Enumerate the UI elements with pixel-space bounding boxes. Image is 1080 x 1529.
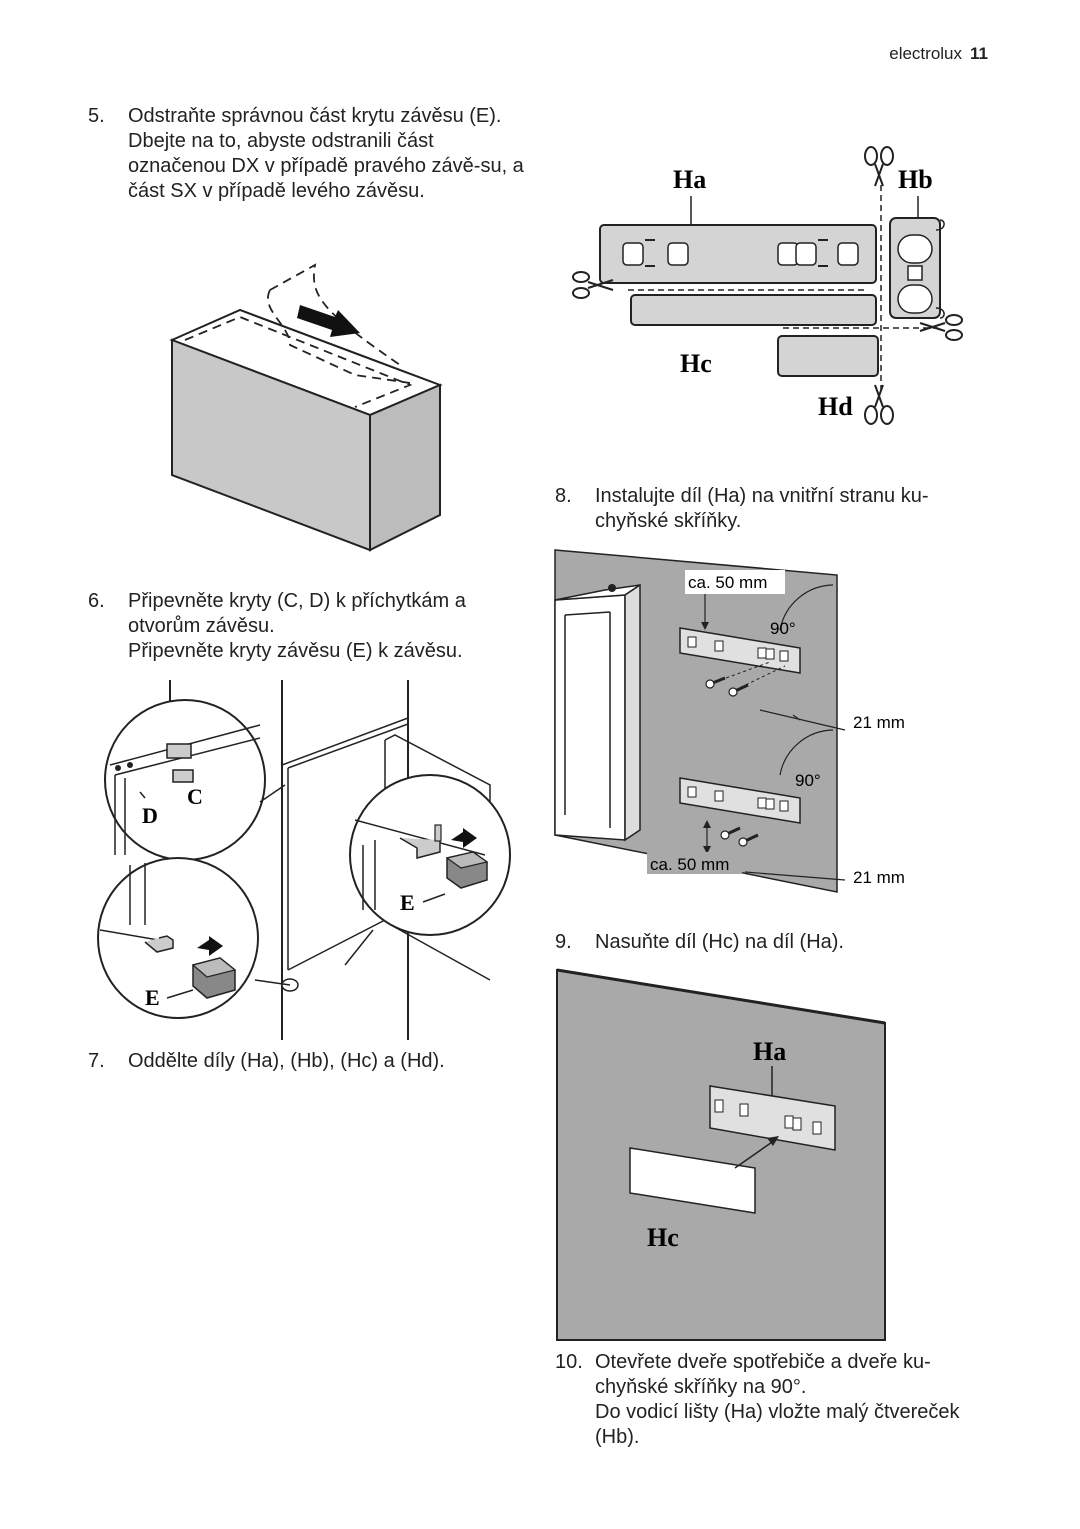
label-hc: Hc	[680, 349, 712, 378]
step-7: 7. Oddělte díly (Ha), (Hb), (Hc) a (Hd).	[88, 1049, 528, 1074]
step-number: 8.	[555, 485, 572, 507]
screw-icon	[705, 676, 726, 689]
screw-icon	[728, 683, 749, 697]
step-text: Instalujte díl (Ha) na vnitřní stranu ku…	[595, 485, 929, 532]
angle-label-bottom: 90°	[795, 771, 821, 790]
step-text: Odstraňte správnou část krytu závěsu (E)…	[128, 105, 524, 202]
scissors-icon	[572, 271, 614, 299]
scissors-icon	[864, 384, 894, 425]
label-c: C	[187, 784, 203, 809]
step-subtext: Do vodicí lišty (Ha) vložte malý čtvereč…	[595, 1401, 960, 1448]
label-ha: Ha	[673, 165, 706, 194]
brand-name: electrolux	[889, 44, 963, 63]
label-hb: Hb	[898, 165, 933, 194]
parts-separation-illustration: Ha Hb Hc Hd	[572, 146, 963, 425]
step-6: 6. Připevněte kryty (C, D) k příchytkám …	[88, 589, 528, 664]
step-number: 7.	[88, 1050, 105, 1072]
angle-label-top: 90°	[770, 619, 796, 638]
scissors-icon	[864, 146, 894, 187]
step-text: Oddělte díly (Ha), (Hb), (Hc) a (Hd).	[128, 1050, 445, 1072]
step-number: 9.	[555, 931, 572, 953]
screw-icon	[720, 826, 741, 840]
step-text: Připevněte kryty (C, D) k příchytkám a o…	[128, 590, 466, 637]
label-e-lower: E	[145, 985, 160, 1010]
label-hd: Hd	[818, 392, 853, 421]
step-number: 6.	[88, 590, 105, 612]
scissors-icon	[919, 314, 963, 341]
step-number: 10.	[555, 1351, 583, 1373]
step-subtext: Připevněte kryty závěsu (E) k závěsu.	[128, 640, 463, 662]
install-rail-illustration: ca. 50 mm 90° 21 mm 90° ca. 50 mm 21 mm	[554, 549, 905, 893]
label-e-upper: E	[400, 890, 415, 915]
page-header: electrolux 11	[889, 44, 988, 64]
dim-label-top: ca. 50 mm	[688, 573, 767, 592]
gap-label-top: 21 mm	[853, 713, 905, 732]
gap-label-bottom: 21 mm	[853, 868, 905, 887]
step-8: 8. Instalujte díl (Ha) na vnitřní stranu…	[555, 484, 995, 534]
step-5: 5. Odstraňte správnou část krytu závěsu …	[88, 104, 528, 204]
hinge-covers-illustration: C D E E	[97, 680, 511, 1040]
slide-part-illustration: Ha Hc	[556, 968, 886, 1341]
dim-label-bottom: ca. 50 mm	[650, 855, 729, 874]
step-9: 9. Nasuňte díl (Hc) na díl (Ha).	[555, 930, 995, 955]
step-text: Nasuňte díl (Hc) na díl (Ha).	[595, 931, 844, 953]
label-hc-slide: Hc	[647, 1223, 679, 1252]
hinge-cover-illustration	[169, 263, 443, 552]
step-text: Otevřete dveře spotřebiče a dveře ku-chy…	[595, 1351, 931, 1398]
page-number: 11	[970, 44, 988, 63]
label-ha-slide: Ha	[753, 1037, 786, 1066]
screw-icon	[738, 833, 759, 847]
label-d: D	[142, 803, 158, 828]
step-10: 10. Otevřete dveře spotřebiče a dveře ku…	[555, 1350, 995, 1450]
step-number: 5.	[88, 105, 105, 127]
